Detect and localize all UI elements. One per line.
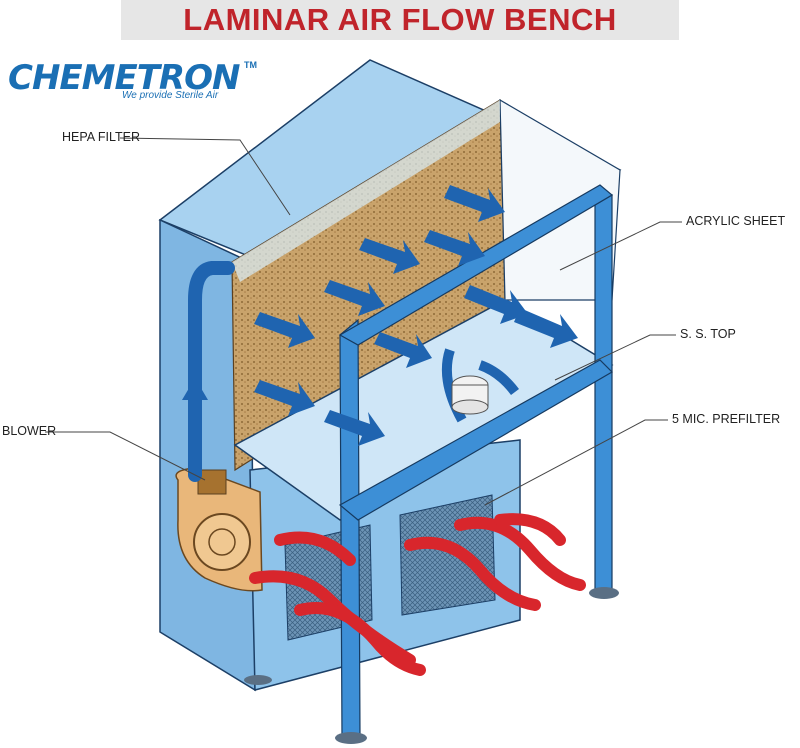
label-hepa-filter: HEPA FILTER [62,130,141,144]
label-prefilter: 5 MIC. PREFILTER [672,412,781,426]
front-right-leg [594,193,613,596]
top-front-frame [338,184,614,346]
prefilter-right [399,494,496,616]
diagram-title: LAMINAR AIR FLOW BENCH [183,2,617,37]
foot-left [335,732,367,744]
label-blower: BLOWER [2,424,57,438]
acrylic-sheet [232,100,500,282]
logo-trademark: TM [244,60,257,70]
front-left-leg [339,318,361,741]
blower-outlet [197,469,227,495]
brand-logo: CHEMETRON TM We provide Sterile Air [8,58,268,108]
label-ss-top: S. S. TOP [680,327,736,341]
label-acrylic-sheet: ACRYLIC SHEET [686,214,786,228]
front-rail [338,359,613,521]
foot-right [589,587,619,599]
foot-back [244,675,272,685]
title-banner: LAMINAR AIR FLOW BENCH [121,0,679,40]
blower-fan [193,513,251,571]
intake-airflow-arrows [249,513,586,676]
callout-lines [45,137,682,506]
logo-tagline: We provide Sterile Air [122,90,219,101]
logo-wordmark: CHEMETRON [8,58,240,98]
return-air-arrow [188,261,235,482]
